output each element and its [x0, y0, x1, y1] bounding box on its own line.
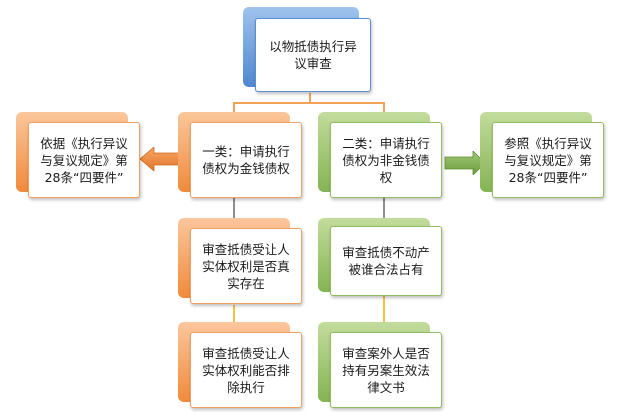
connector-type2-step2a: [383, 198, 385, 226]
connector-step1a-step1b: [233, 305, 235, 333]
node-step2a-label: 审查抵债不动产 被谁合法占有: [330, 226, 442, 296]
node-type1-label: 一类：申请执行 债权为金钱债权: [190, 122, 302, 198]
node-right-ref-label: 参照《执行异议 与复议规定》第 28条“四要件”: [492, 122, 604, 198]
node-step1a-label: 审查抵债受让人 实体权利是否真 实存在: [190, 228, 302, 304]
arrow-right-icon: [444, 151, 486, 175]
connector-horizontal: [233, 102, 385, 104]
connector-top-down: [309, 93, 311, 103]
node-step2b-label: 审查案外人是否 持有另案生效法 律文书: [330, 332, 442, 408]
node-step1b-label: 审查抵债受让人 实体权利能否排 除执行: [190, 332, 302, 408]
connector-type1-step1a: [233, 198, 235, 228]
connector-step2a-step2b: [383, 295, 385, 333]
node-left-ref-label: 依据《执行异议 与复议规定》第 28条“四要件”: [28, 122, 140, 198]
node-type2-label: 二类：申请执行 债权为非金钱债 权: [330, 122, 442, 198]
node-top-label: 以物抵债执行异 议审查: [255, 18, 371, 92]
